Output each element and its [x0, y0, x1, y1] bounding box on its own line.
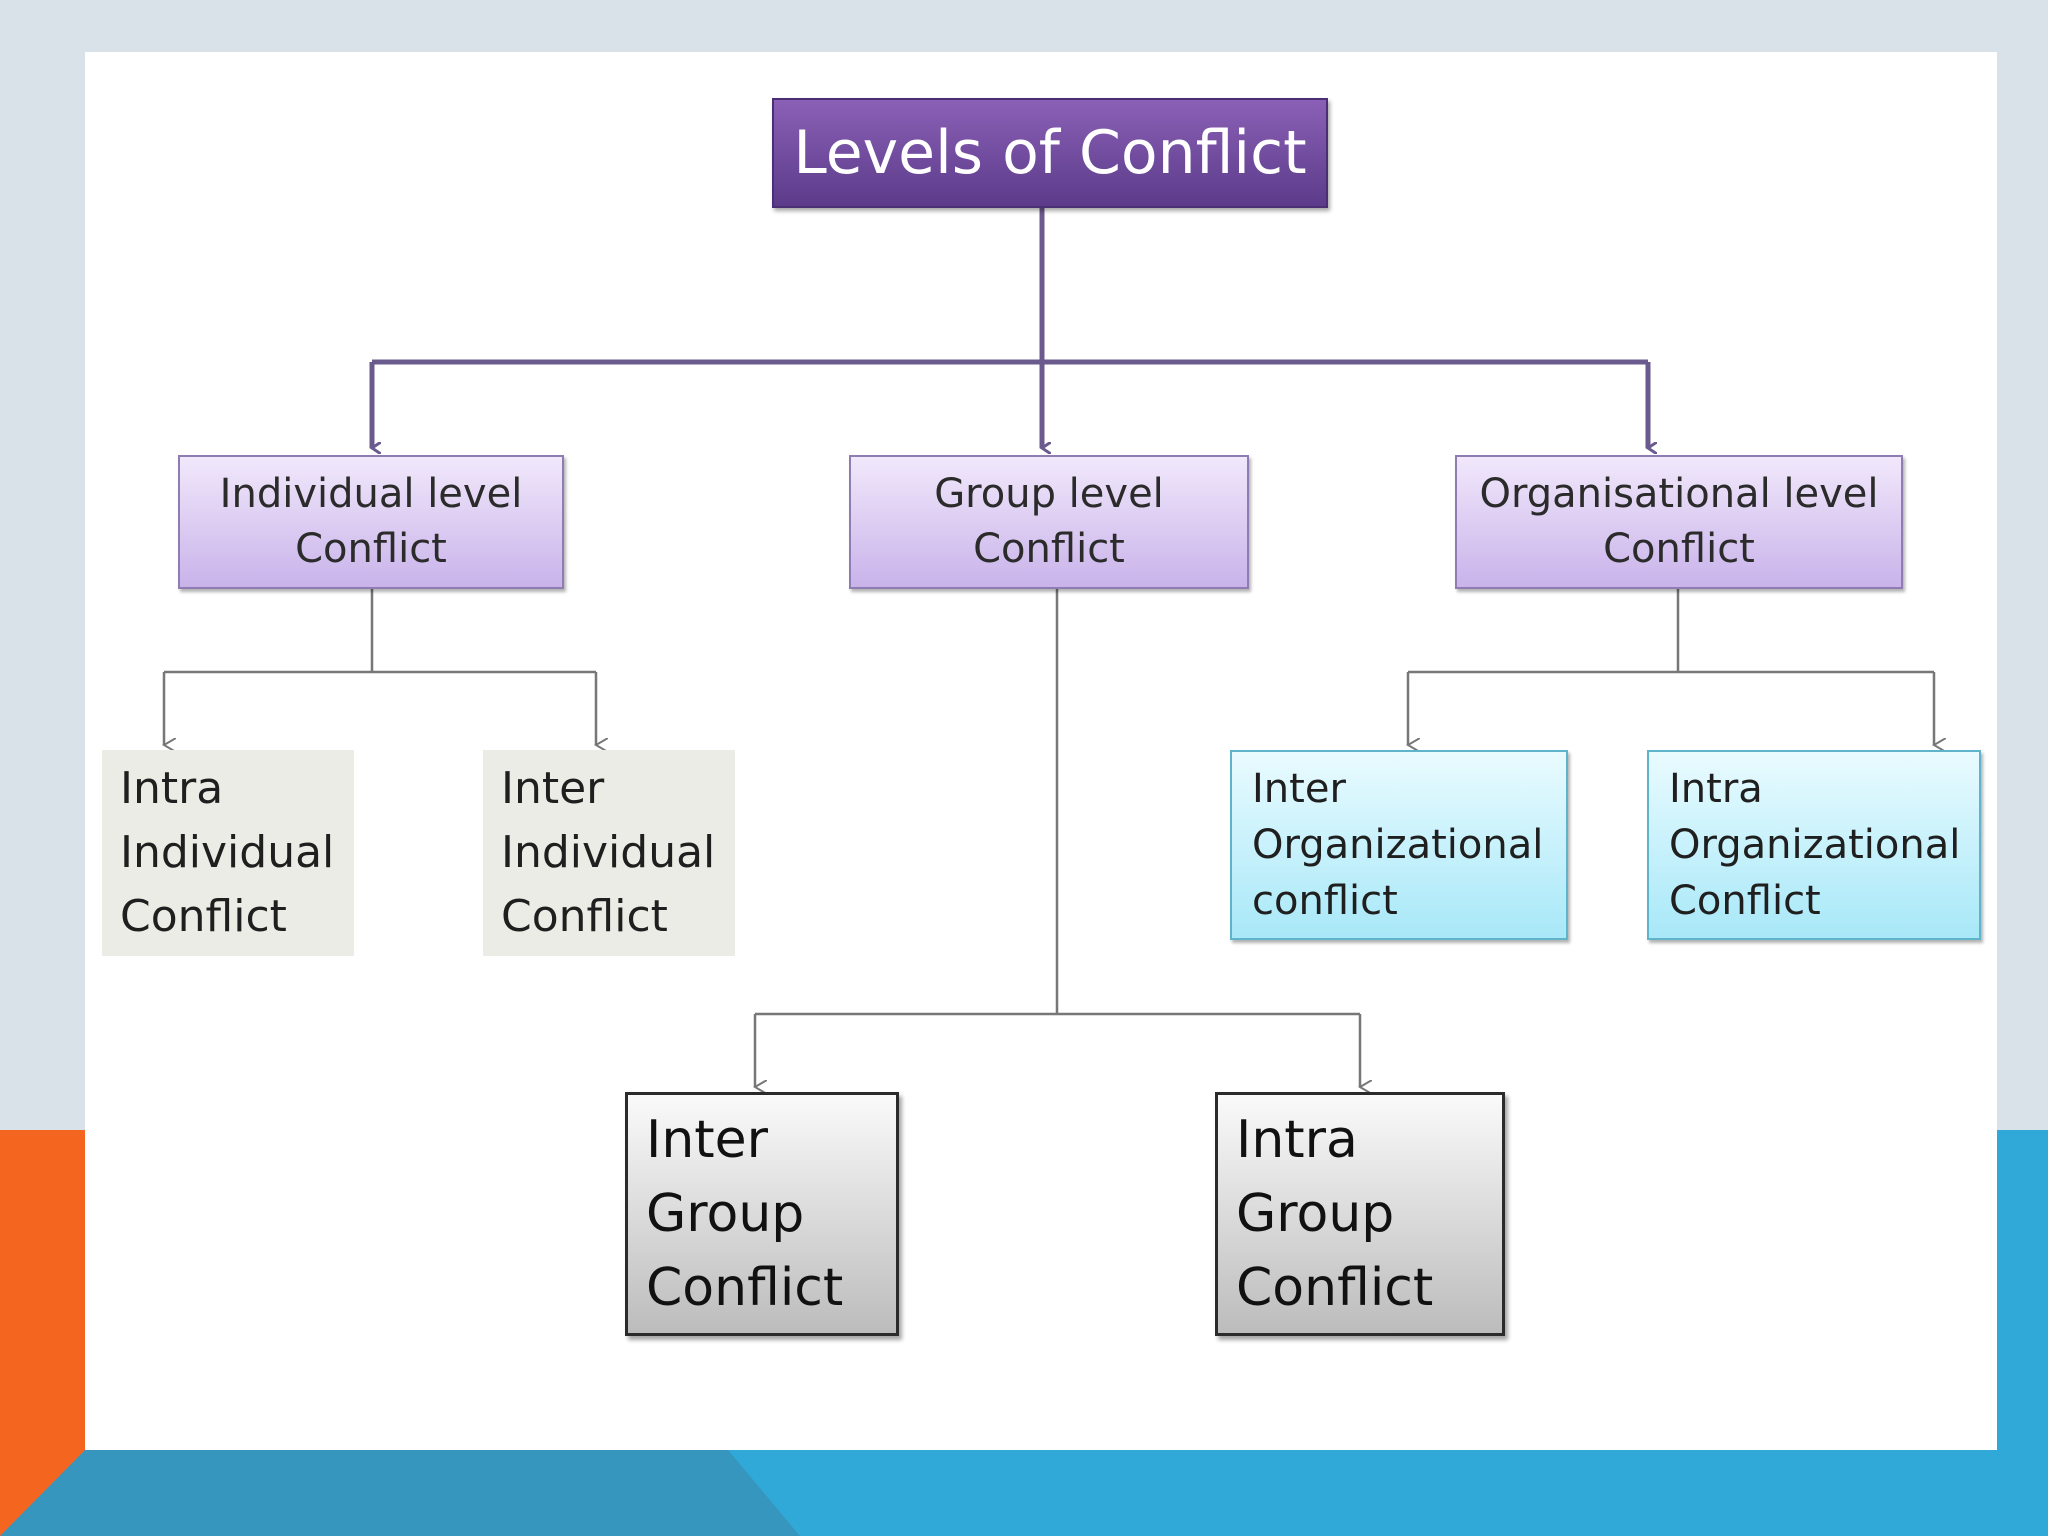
node-label-line: Conflict [1603, 526, 1755, 572]
organisational-level-node: Organisational level Conflict [1455, 455, 1903, 589]
node-label-line: Intra [120, 763, 224, 814]
node-label-line: Inter [501, 763, 605, 814]
node-label-line: Conflict [295, 526, 447, 572]
node-label-line: Individual [501, 827, 716, 878]
group-level-node: Group level Conflict [849, 455, 1249, 589]
node-label-line: conflict [1252, 878, 1398, 924]
node-label-line: Organizational [1669, 822, 1961, 868]
node-label-line: Group [1236, 1184, 1395, 1244]
node-label-line: Conflict [1236, 1258, 1434, 1318]
bottom-dark-band [0, 1450, 800, 1536]
node-label-line: Group [646, 1184, 805, 1244]
inter-individual-conflict-node: Inter Individual Conflict [483, 750, 735, 956]
node-label-line: Inter [1252, 766, 1346, 812]
blue-accent-shape [1997, 1130, 2048, 1450]
node-label-line: Inter [646, 1110, 769, 1170]
node-label-line: Conflict [120, 891, 287, 942]
node-label-line: Organizational [1252, 822, 1544, 868]
node-label-line: Intra [1236, 1110, 1358, 1170]
intra-organizational-conflict-node: Intra Organizational Conflict [1647, 750, 1981, 940]
inter-organizational-conflict-node: Inter Organizational conflict [1230, 750, 1568, 940]
inter-group-conflict-node: Inter Group Conflict [625, 1092, 899, 1336]
node-label-line: Individual level [219, 471, 523, 517]
root-title: Levels of Conflict [793, 118, 1307, 188]
node-label-line: Group level [934, 471, 1164, 517]
intra-group-conflict-node: Intra Group Conflict [1215, 1092, 1505, 1336]
node-label-line: Conflict [501, 891, 668, 942]
individual-level-node: Individual level Conflict [178, 455, 564, 589]
root-node-levels-of-conflict: Levels of Conflict [772, 98, 1328, 208]
node-label-line: Intra [1669, 766, 1763, 812]
node-label-line: Conflict [646, 1258, 844, 1318]
node-label-line: Conflict [1669, 878, 1821, 924]
node-label-line: Individual [120, 827, 335, 878]
intra-individual-conflict-node: Intra Individual Conflict [102, 750, 354, 956]
node-label-line: Conflict [973, 526, 1125, 572]
node-label-line: Organisational level [1479, 471, 1879, 517]
